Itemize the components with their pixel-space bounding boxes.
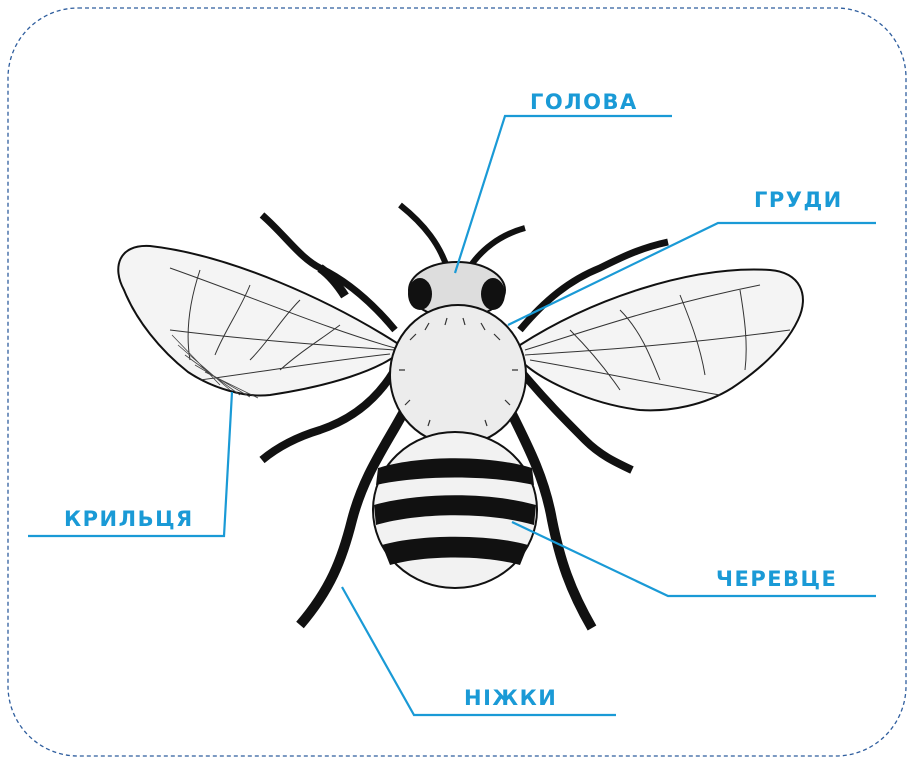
label-head: ГОЛОВА — [530, 92, 638, 113]
thorax — [390, 305, 526, 445]
antennae — [400, 205, 525, 270]
label-thorax: ГРУДИ — [754, 190, 843, 211]
label-legs: НІЖКИ — [464, 688, 557, 709]
bee-illustration — [118, 205, 803, 628]
label-wings: КРИЛЬЦЯ — [64, 509, 194, 530]
abdomen — [373, 432, 537, 588]
label-abdomen: ЧЕРЕВЦЕ — [716, 569, 837, 590]
left-wing — [118, 246, 400, 398]
